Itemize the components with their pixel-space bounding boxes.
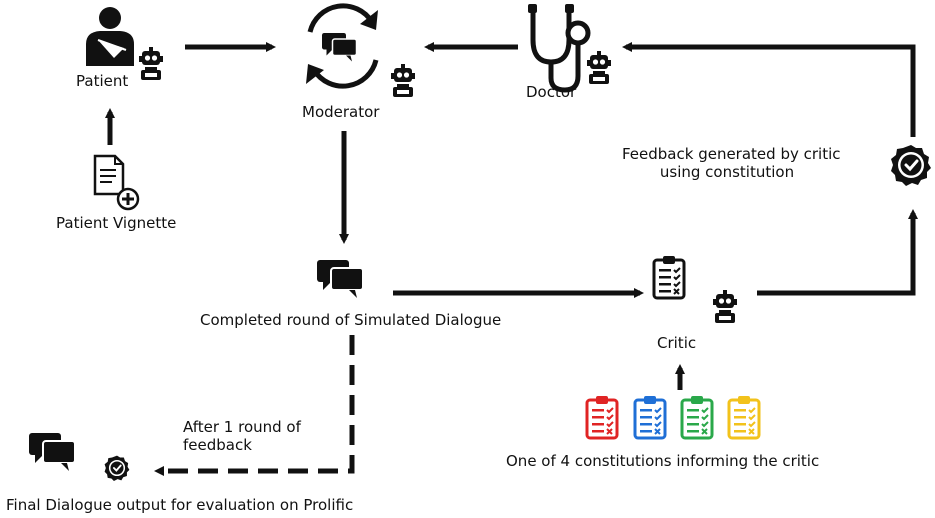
clipboard-checklist-icon — [652, 254, 686, 300]
moderator-cycle-icon — [306, 3, 379, 89]
final-checkmark-badge-icon — [103, 454, 131, 482]
chat-bubbles-icon — [316, 259, 364, 299]
moderator-label: Moderator — [302, 103, 380, 121]
after-round-label-line-2: feedback — [183, 436, 252, 454]
feedback-label-line-1: Feedback generated by critic — [622, 145, 841, 163]
patient-robot-icon — [139, 47, 163, 80]
feedback-label-line-2: using constitution — [659, 163, 795, 181]
constitution-green-icon — [680, 394, 714, 440]
constitutions-label: One of 4 constitutions informing the cri… — [506, 452, 820, 470]
final-output-label: Final Dialogue output for evaluation on … — [6, 496, 354, 514]
arrow-feedback-to-doctor — [622, 42, 916, 137]
constitution-red-icon — [585, 394, 619, 440]
arrow-critic-to-feedback — [757, 209, 918, 296]
final-chat-bubbles-icon — [28, 432, 76, 472]
checkmark-badge-icon — [889, 143, 933, 188]
patient-vignette-label: Patient Vignette — [56, 214, 177, 232]
moderator-robot-icon — [391, 64, 415, 97]
critic-label: Critic — [657, 334, 697, 352]
doctor-label: Doctor — [526, 83, 577, 101]
constitution-yellow-icon — [727, 394, 761, 440]
after-round-label: After 1 round of feedback — [183, 418, 301, 454]
constitution-blue-icon — [633, 394, 667, 440]
critic-robot-icon — [713, 290, 737, 323]
flow-arrows — [105, 42, 918, 476]
doctor-robot-icon — [587, 51, 611, 84]
arrow-dashed-to-final — [154, 335, 355, 476]
after-round-label-line-1: After 1 round of — [183, 418, 301, 436]
feedback-label: Feedback generated by critic using const… — [622, 145, 841, 181]
patient-label: Patient — [76, 72, 129, 90]
document-plus-icon — [93, 154, 140, 211]
patient-icon — [86, 7, 134, 66]
stethoscope-icon — [528, 4, 591, 93]
completed-round-label: Completed round of Simulated Dialogue — [200, 311, 502, 329]
